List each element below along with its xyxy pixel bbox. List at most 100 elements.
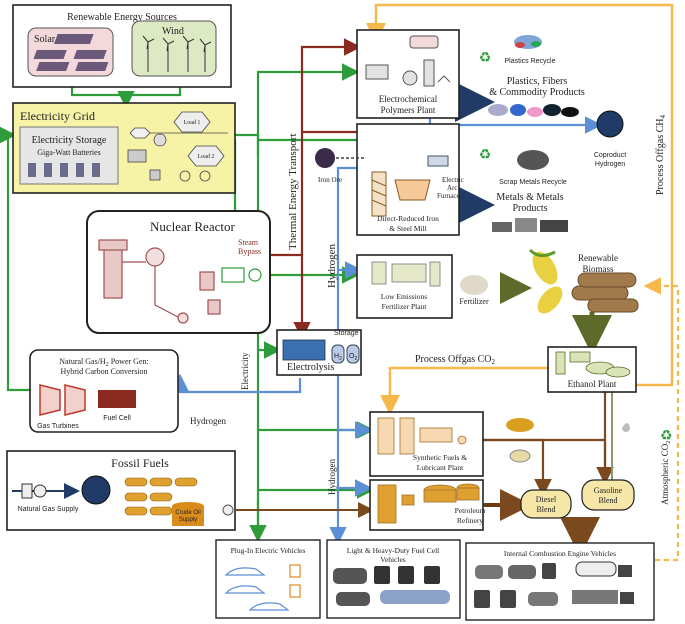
synfuels-title-2: Lubricant Plant [417, 463, 464, 472]
polymers-title-2: Polymers Plant [381, 105, 436, 115]
fertilizer-plant-box: Low Emissions Fertilizer Plant [356, 254, 453, 319]
gas-turbines-icon [39, 384, 86, 416]
corn-icon [528, 248, 563, 314]
crude-oil-label-2: Supply [179, 517, 197, 523]
gasoline-label-2: Blend [598, 496, 617, 505]
wind-label: Wind [162, 26, 184, 37]
renewable-sources-box: Renewable Energy Sources Solar Wind [12, 4, 232, 88]
renewable-sources-title: Renewable Energy Sources [67, 12, 177, 23]
coproduct-hydrogen-group: Coproduct Hydrogen [594, 110, 626, 168]
fuel-cell-icon [98, 390, 136, 408]
refinery-title-2: Refinery [457, 516, 483, 525]
plastics-products-group: Plastics, Fibers & Commodity Products [488, 76, 585, 117]
fossil-title: Fossil Fuels [111, 456, 169, 470]
grid-schematic-icon [127, 111, 228, 182]
scrap-recycle-label: Scrap Metals Recycle [499, 179, 567, 186]
metals-products-group: Metals & Metals Products [492, 192, 568, 232]
dri-shaft-icon [371, 171, 387, 217]
plastic-products-icon [488, 104, 579, 117]
o2-label: O2 [349, 353, 357, 362]
load2-label: Load 2 [198, 154, 215, 160]
biomass-label-1: Renewable [578, 253, 618, 263]
thermal-transport-label: Thermal Energy Transport [287, 133, 299, 250]
o2-tank-icon [346, 344, 360, 364]
scrap-metal-icon [517, 150, 549, 170]
pump-icon [222, 504, 234, 516]
eaf-label: Electric Arc Furnace [437, 176, 466, 200]
wind-turbines-icon [142, 35, 212, 72]
atmospheric-co2-flow [643, 277, 680, 562]
electrolysis-box: Storage H2 O2 Electrolysis [276, 329, 362, 376]
electric-arc-furnace-icon [394, 155, 449, 201]
reactor-schematic-icon [98, 239, 221, 324]
synfuels-equipment-icon [377, 417, 467, 455]
gasoline-blend-tank: Gasoline Blend [581, 479, 635, 511]
natgas-title-2: Hybrid Carbon Conversion [60, 367, 147, 376]
fuel-cell-vehicles-box: Light & Heavy-Duty Fuel Cell Vehicles [326, 539, 461, 619]
refinery-equipment-icon [377, 483, 480, 524]
hydrogen-vertical-label: Hydrogen [326, 244, 338, 288]
iron-ore-group: Iron Ore [315, 148, 342, 184]
plug-in-ev-box: Plug-In Electric Vehicles [215, 539, 321, 619]
electric-cars-icon [224, 564, 301, 611]
refinery-box: Petroleum Refinery [369, 479, 486, 531]
refinery-title-1: Petroleum [455, 506, 486, 515]
plastics-recycle-group: ♻ Plastics Recycle [479, 35, 556, 66]
fcv-title-1: Light & Heavy-Duty Fuel Cell [347, 546, 440, 555]
scrap-recycle-group: ♻ Scrap Metals Recycle [479, 148, 567, 186]
steel-mill-box: Electric Arc Furnace Direct-Reduced Iron… [356, 123, 466, 236]
logs-icon [571, 272, 639, 313]
co2-offgas-label: Process Offgas CO2 [415, 354, 495, 366]
fertilizer-equipment-icon [371, 261, 441, 287]
plastics-products-label-2: & Commodity Products [489, 87, 585, 98]
ice-vehicles-box: Internal Combustion Engine Vehicles [465, 542, 655, 621]
recycle-icon: ♻ [479, 51, 492, 66]
plastics-recycle-label: Plastics Recycle [505, 58, 556, 65]
metals-label-2: Products [513, 203, 548, 214]
load1-label: Load 1 [184, 120, 201, 126]
metals-label-1: Metals & Metals [496, 192, 563, 203]
ethanol-plant-box: Ethanol Plant [547, 346, 637, 393]
synfuels-plant-box: Synthetic Fuels & Lubricant Plant [369, 411, 484, 477]
renewable-biomass-group: Renewable Biomass [528, 248, 639, 314]
fertilizer-title-1: Low Emissions [381, 292, 428, 301]
crude-oil-label-1: Crude Oil [175, 510, 200, 516]
polymers-equipment-icon [365, 35, 451, 87]
steam-bypass-turbine-icon [221, 267, 262, 283]
polymers-plant-box: Electrochemical Polymers Plant [356, 29, 460, 119]
electricity-grid-box: Electricity Grid Electricity Storage Gig… [12, 102, 236, 194]
battery-icons [28, 163, 100, 177]
natgas-title-1: Natural Gas/H2 Power Gen: [59, 357, 148, 368]
storage-title: Electricity Storage [32, 135, 107, 146]
lubricant-pour-icon [509, 449, 531, 463]
ev-title: Plug-In Electric Vehicles [231, 546, 306, 555]
recycle-icon: ♻ [479, 148, 492, 163]
co2-flows [380, 366, 548, 415]
tanker-trains-icon [124, 477, 198, 516]
natural-gas-supply-label: Natural Gas Supply [18, 506, 79, 513]
compressor-icon [21, 483, 47, 499]
ch4-offgas-label: Process Offgas CH4 [655, 115, 667, 195]
fuel-cell-label: Fuel Cell [103, 415, 131, 422]
ethanol-equipment-icon [555, 351, 631, 378]
lubricant-oil-icon [506, 418, 534, 432]
diesel-label-1: Diesel [536, 495, 557, 504]
solar-panels-icon [33, 34, 109, 71]
iron-ore-icon [315, 148, 335, 168]
gasoline-label-1: Gasoline [594, 486, 623, 495]
fossil-fuels-box: Fossil Fuels Natural Gas Supply Crude Oi… [6, 450, 236, 531]
ch4-flows [366, 3, 674, 387]
metal-products-icon [492, 218, 568, 232]
steel-title-1: Direct-Reduced Iron [377, 214, 439, 223]
iron-ore-label: Iron Ore [318, 176, 342, 184]
diesel-label-2: Blend [536, 505, 555, 514]
product-arrows [455, 82, 495, 225]
fertilizer-output-group: Fertilizer [459, 275, 489, 306]
gas-turbines-label: Gas Turbines [37, 423, 79, 430]
ethanol-drop-icon [622, 423, 630, 432]
electrolysis-title: Electrolysis [287, 362, 334, 373]
nuclear-title: Nuclear Reactor [150, 219, 235, 234]
synfuels-title-1: Synthetic Fuels & [413, 453, 467, 462]
